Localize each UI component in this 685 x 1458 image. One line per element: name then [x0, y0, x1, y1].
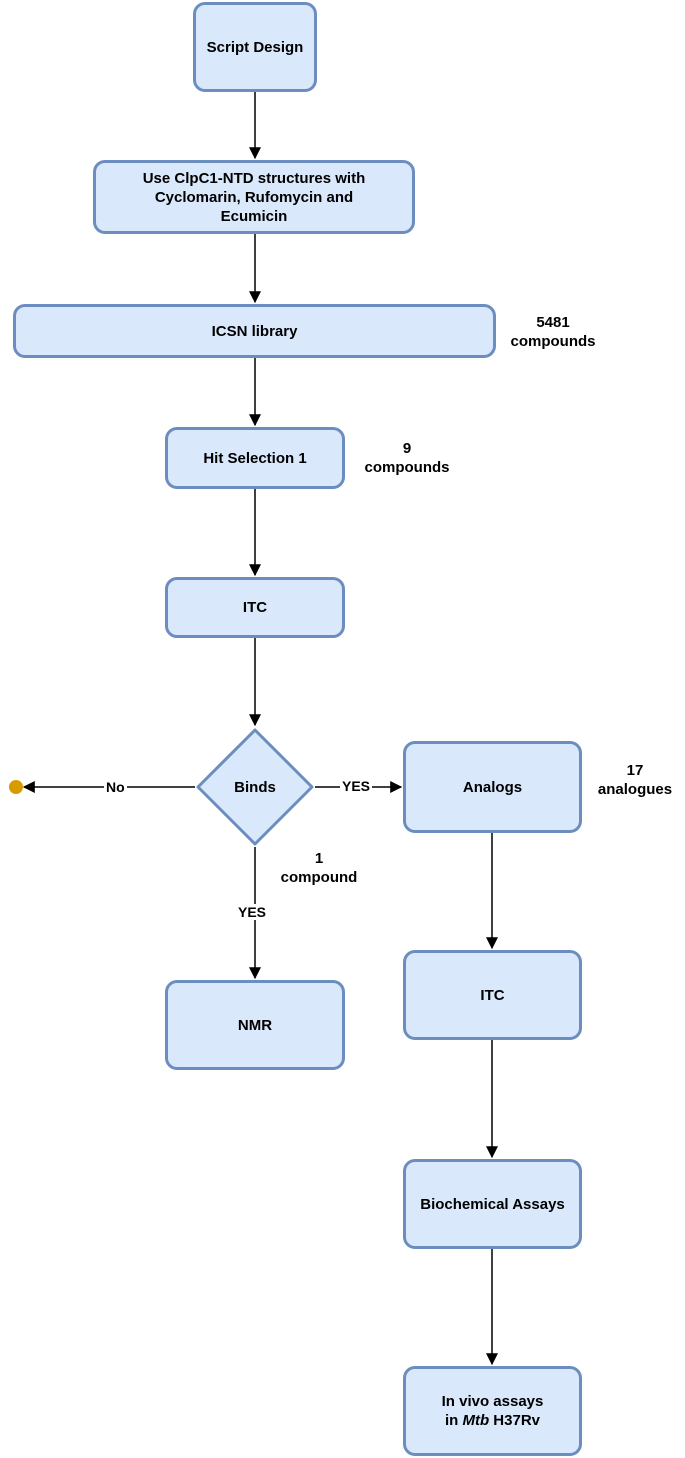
node-in-vivo-line2: in Mtb H37Rv — [445, 1411, 540, 1430]
node-in-vivo-prefix: in — [444, 1412, 463, 1429]
nmr-count-unit: compound — [280, 869, 358, 886]
node-use-clpc1-line2: Cyclomarin, Rufomycin and — [154, 188, 354, 206]
node-analogs: Analogs — [403, 741, 582, 833]
node-binds-label: Binds — [234, 778, 276, 796]
binds-diamond — [196, 728, 314, 846]
edge-label-yes-right: YES — [340, 778, 373, 794]
node-biochemical-assays: Biochemical Assays — [403, 1159, 582, 1249]
node-in-vivo-assays: In vivo assays in Mtb H37Rv — [403, 1366, 582, 1456]
node-in-vivo-organism: Mtb — [462, 1412, 490, 1429]
node-icsn-library: ICSN library — [13, 304, 496, 358]
node-icsn-library-label: ICSN library — [211, 322, 298, 340]
analog-count-unit: analogues — [597, 781, 673, 798]
icsn-count-number: 5481 — [536, 314, 570, 331]
node-use-clpc1-line3: Ecumicin — [220, 207, 288, 225]
edge-label-yes-down: YES — [236, 904, 269, 920]
node-in-vivo-suffix: H37Rv — [489, 1412, 540, 1429]
hit-count-unit: compounds — [364, 459, 450, 476]
analog-count-note: 17 analogues — [585, 761, 685, 799]
node-in-vivo-line1: In vivo assays — [441, 1393, 544, 1410]
node-use-clpc1-line1: Use ClpC1-NTD structures with — [142, 169, 366, 187]
node-hit-selection-label: Hit Selection 1 — [203, 449, 307, 467]
terminal-dot — [9, 780, 23, 794]
node-biochemical-assays-label: Biochemical Assays — [420, 1195, 565, 1213]
node-use-clpc1: Use ClpC1-NTD structures with Cyclomarin… — [93, 160, 415, 234]
icsn-count-note: 5481 compounds — [498, 313, 608, 351]
node-nmr-label: NMR — [237, 1016, 273, 1034]
nmr-count-note: 1 compound — [264, 849, 374, 887]
node-script-design-label: Script Design — [206, 38, 304, 56]
node-itc-left-label: ITC — [242, 599, 268, 616]
node-itc-right-label: ITC — [480, 986, 505, 1004]
nmr-count-number: 1 — [314, 850, 324, 867]
icsn-count-unit: compounds — [510, 333, 596, 350]
node-hit-selection: Hit Selection 1 — [165, 427, 345, 489]
hit-count-note: 9 compounds — [352, 439, 462, 477]
hit-count-number: 9 — [402, 440, 412, 457]
edge-label-no: No — [104, 779, 127, 795]
analog-count-number: 17 — [626, 762, 644, 779]
node-itc-left: ITC — [165, 577, 345, 638]
node-analogs-label: Analogs — [462, 778, 523, 796]
node-nmr: NMR — [165, 980, 345, 1070]
node-itc-right: ITC — [403, 950, 582, 1040]
node-script-design: Script Design — [193, 2, 317, 92]
